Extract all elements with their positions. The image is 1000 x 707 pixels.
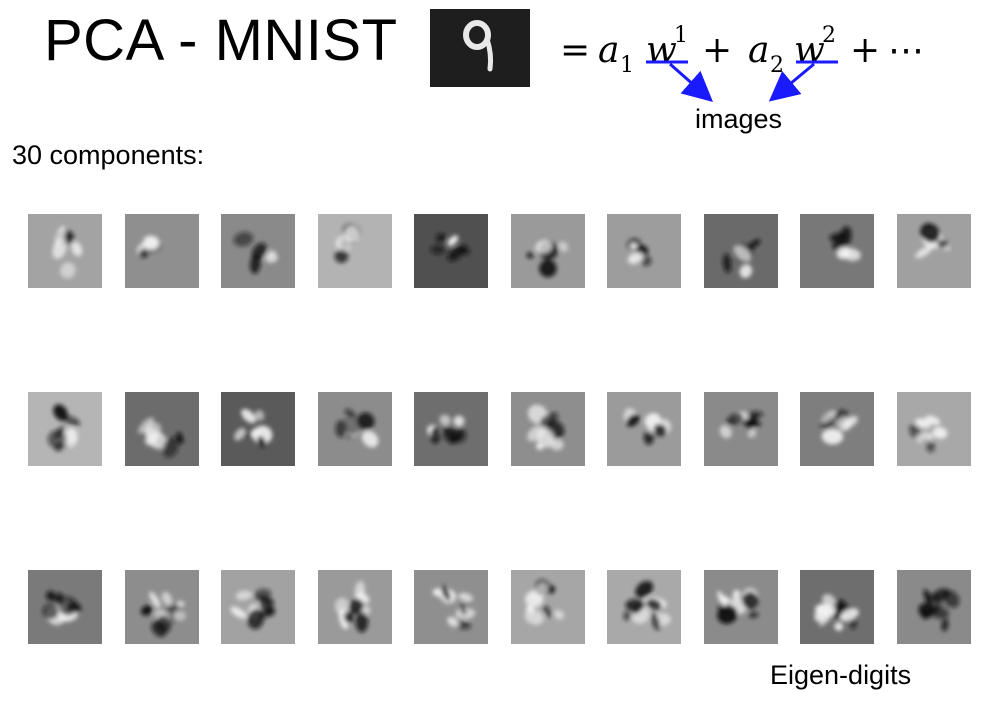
- eigen-digit-tile: [318, 392, 392, 466]
- eigen-digit-tile: [511, 570, 585, 644]
- eigen-digit-tile: [704, 570, 778, 644]
- eigen-digit-tile: [800, 392, 874, 466]
- superscript-1: 1: [674, 23, 688, 48]
- eigen-digit-pattern-icon: [125, 570, 199, 644]
- eigen-digit-tile: [125, 570, 199, 644]
- images-label: images: [695, 104, 783, 134]
- eigen-digit-tile: [414, 392, 488, 466]
- plus-sign-1: +: [702, 30, 732, 71]
- eigen-digit-tile: [897, 392, 971, 466]
- eigen-digit-pattern-icon: [221, 392, 295, 466]
- eigen-digit-pattern-icon: [414, 392, 488, 466]
- eigen-digit-pattern-icon: [704, 214, 778, 288]
- eigen-digit-pattern-icon: [511, 570, 585, 644]
- superscript-2: 2: [822, 23, 836, 48]
- eigen-digit-tile: [318, 570, 392, 644]
- eigen-digit-tile: [607, 392, 681, 466]
- eigen-digit-tile: [414, 570, 488, 644]
- eigen-digit-tile: [607, 570, 681, 644]
- eigen-digit-pattern-icon: [897, 570, 971, 644]
- eigen-digit-tile: [221, 570, 295, 644]
- eigen-digit-tile: [125, 214, 199, 288]
- eigen-digit-pattern-icon: [318, 392, 392, 466]
- eigen-digit-pattern-icon: [221, 214, 295, 288]
- eigen-digit-tile: [511, 392, 585, 466]
- components-subtitle: 30 components:: [12, 140, 205, 170]
- eigen-digit-pattern-icon: [28, 570, 102, 644]
- eigen-digit-tile: [607, 214, 681, 288]
- eigen-digit-tile: [28, 214, 102, 288]
- eigen-digits-grid: [28, 212, 978, 644]
- eigen-digit-pattern-icon: [125, 214, 199, 288]
- eigen-digit-tile: [28, 570, 102, 644]
- eigen-digit-tile: [318, 214, 392, 288]
- eigen-digit-tile: [897, 570, 971, 644]
- eigen-digit-pattern-icon: [221, 570, 295, 644]
- eigen-digit-pattern-icon: [414, 214, 488, 288]
- eigen-digit-tile: [221, 392, 295, 466]
- eigen-digit-tile: [125, 392, 199, 466]
- eigen-digit-tile: [221, 214, 295, 288]
- handwritten-digit-image: [430, 9, 530, 87]
- eigen-digit-pattern-icon: [28, 214, 102, 288]
- eigen-digit-pattern-icon: [318, 570, 392, 644]
- eigen-digits-caption: Eigen-digits: [770, 660, 912, 690]
- eigen-digit-pattern-icon: [607, 214, 681, 288]
- ellipsis: ⋯: [888, 30, 924, 71]
- eigen-digit-pattern-icon: [897, 214, 971, 288]
- eigen-digit-tile: [704, 214, 778, 288]
- arrow-w1-icon: [669, 62, 713, 102]
- eigen-digit-pattern-icon: [800, 214, 874, 288]
- eigen-digit-pattern-icon: [125, 392, 199, 466]
- eigen-digit-tile: [28, 392, 102, 466]
- eigen-digit-pattern-icon: [318, 214, 392, 288]
- eigen-digit-pattern-icon: [897, 392, 971, 466]
- weight-w2: w: [794, 30, 825, 71]
- eigen-digit-pattern-icon: [28, 392, 102, 466]
- equals-sign: =: [560, 30, 590, 71]
- arrows-to-images: [646, 60, 838, 102]
- eigen-digit-pattern-icon: [704, 570, 778, 644]
- components-row-3: [28, 568, 978, 648]
- subscript-1: 1: [620, 53, 634, 78]
- eigen-digit-tile: [704, 392, 778, 466]
- eigen-digit-tile: [897, 214, 971, 288]
- eigen-digit-pattern-icon: [414, 570, 488, 644]
- eigen-digit-pattern-icon: [511, 214, 585, 288]
- eigen-digit-tile: [511, 214, 585, 288]
- eigen-digit-pattern-icon: [800, 570, 874, 644]
- digit-nine-icon: [430, 9, 530, 87]
- eigen-digit-tile: [800, 214, 874, 288]
- coefficient-a1: a: [598, 30, 619, 71]
- eigen-digit-tile: [414, 214, 488, 288]
- eigen-digit-pattern-icon: [704, 392, 778, 466]
- components-row-1: [28, 212, 978, 292]
- eigen-digit-tile: [800, 570, 874, 644]
- eigen-digit-pattern-icon: [800, 392, 874, 466]
- components-row-2: [28, 390, 978, 470]
- eigen-digit-pattern-icon: [607, 392, 681, 466]
- plus-sign-2: +: [850, 30, 880, 71]
- eigen-digit-pattern-icon: [511, 392, 585, 466]
- coefficient-a2: a: [748, 30, 769, 71]
- eigen-digit-pattern-icon: [607, 570, 681, 644]
- arrow-w2-icon: [768, 62, 815, 102]
- slide-title: PCA - MNIST: [44, 8, 398, 73]
